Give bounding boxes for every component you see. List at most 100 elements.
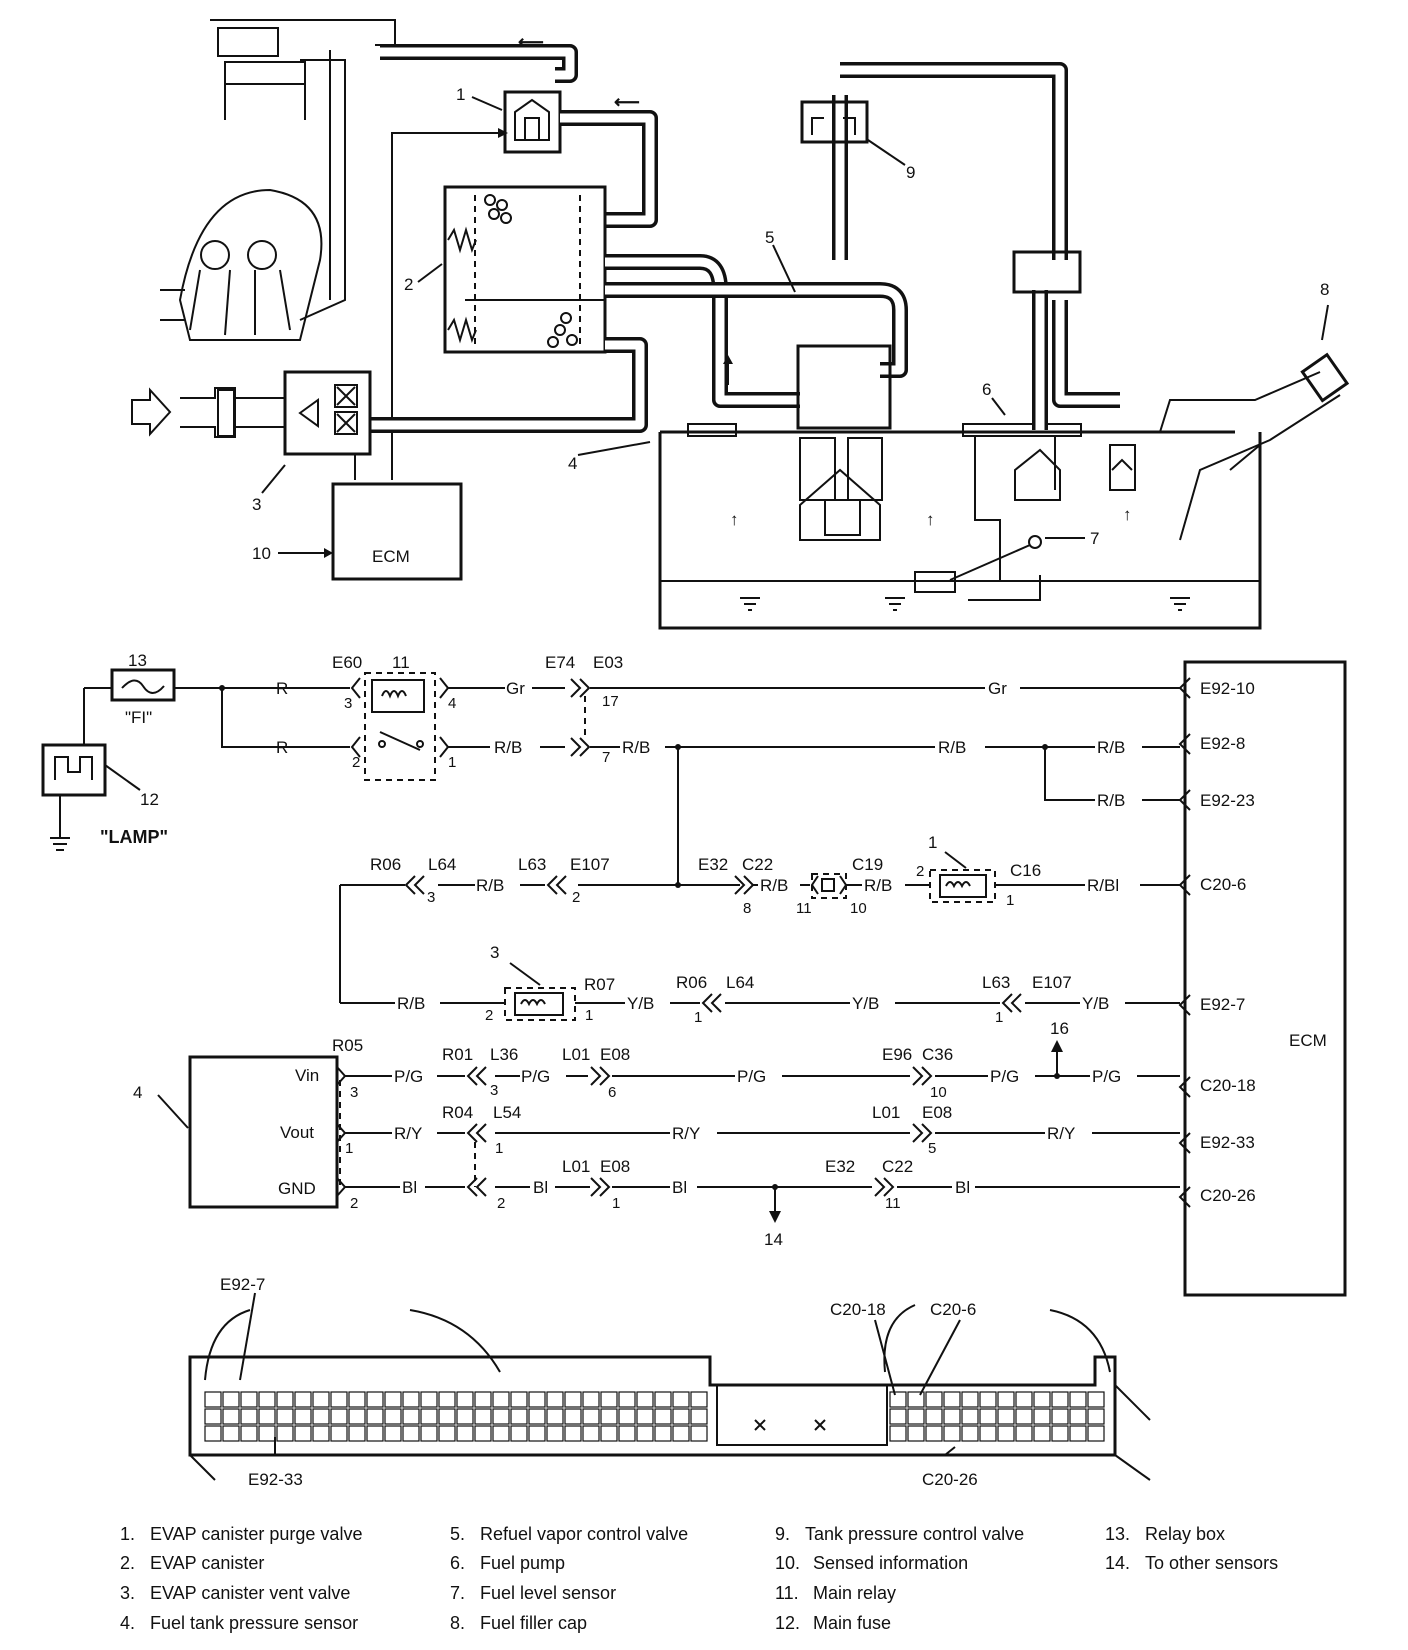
connector-pin-cell bbox=[907, 1425, 925, 1442]
pin-11-c22: 11 bbox=[885, 1195, 901, 1212]
conn-e107-a: E107 bbox=[570, 855, 610, 874]
wire-gr-1: Gr bbox=[506, 679, 525, 698]
ecm-term-c20-26: C20-26 bbox=[1200, 1186, 1256, 1205]
connector-pin-cell bbox=[348, 1391, 366, 1408]
connector-pin-cell bbox=[204, 1408, 222, 1425]
connector-pin-cell bbox=[510, 1408, 528, 1425]
main-relay-number: 11 bbox=[392, 653, 410, 672]
pin-2-pv: 2 bbox=[916, 863, 924, 880]
callout-9: 9 bbox=[906, 163, 915, 182]
conn-r06-a: R06 bbox=[370, 855, 401, 874]
pin-8: 8 bbox=[743, 900, 751, 917]
connector-pin-cell bbox=[528, 1408, 546, 1425]
connector-pin-cell bbox=[294, 1408, 312, 1425]
connector-pin-cell bbox=[690, 1408, 708, 1425]
connector-pin-cell bbox=[600, 1391, 618, 1408]
wire-bl-2: Bl bbox=[533, 1178, 548, 1197]
wire-rb-5: R/B bbox=[1097, 791, 1125, 810]
tank-pressure-control-valve: 9 bbox=[800, 100, 915, 182]
main-fuse-number: 12 bbox=[140, 790, 159, 809]
ecm-term-e92-8: E92-8 bbox=[1200, 734, 1245, 753]
connector-pin-cell bbox=[420, 1425, 438, 1442]
pin-grid-right bbox=[889, 1391, 1105, 1442]
physical-layout: ⟵ 1 ⟵ 2 bbox=[131, 19, 1350, 630]
conn-e96: E96 bbox=[882, 1045, 912, 1064]
conn-c22-a: C22 bbox=[742, 855, 773, 874]
conn-l64-a: L64 bbox=[428, 855, 456, 874]
legend-item-7: 7.Fuel level sensor bbox=[450, 1583, 617, 1603]
ecm-box bbox=[1183, 660, 1347, 1297]
legend-item-5: 5.Refuel vapor control valve bbox=[450, 1524, 689, 1544]
legend-item-9: 9.Tank pressure control valve bbox=[775, 1524, 1025, 1544]
connector-pin-cell bbox=[690, 1391, 708, 1408]
connector-pin-cell bbox=[997, 1425, 1015, 1442]
connector-pin-cell bbox=[240, 1408, 258, 1425]
wire-pg-2: P/G bbox=[521, 1067, 550, 1086]
conn-r04: R04 bbox=[442, 1103, 473, 1122]
callout-8: 8 bbox=[1320, 280, 1329, 299]
wire-rb-6: R/B bbox=[476, 876, 504, 895]
legend-item-8: 8.Fuel filler cap bbox=[450, 1613, 588, 1633]
pin-7: 7 bbox=[602, 749, 610, 766]
legend-item-6: 6.Fuel pump bbox=[450, 1553, 566, 1573]
flow-arrow-left: ⟵ bbox=[518, 32, 544, 52]
wire-yb-3: Y/B bbox=[1082, 994, 1109, 1013]
wire-yb-2: Y/B bbox=[852, 994, 879, 1013]
connector-pin-cell bbox=[384, 1408, 402, 1425]
wire-rb-3: R/B bbox=[938, 738, 966, 757]
callout-c20-6: C20-6 bbox=[930, 1300, 976, 1319]
wire-rb-7: R/B bbox=[760, 876, 788, 895]
conn-e32-a: E32 bbox=[698, 855, 728, 874]
ecm-connector-view: E92-7 E92-33 C20-18 C20-6 C20-26 bbox=[188, 1275, 1151, 1489]
pressure-sensor-number: 4 bbox=[133, 1083, 142, 1102]
connector-pin-cell bbox=[672, 1391, 690, 1408]
callout-c20-26: C20-26 bbox=[922, 1470, 978, 1489]
connector-pin-cell bbox=[943, 1408, 961, 1425]
pin-10-c36: 10 bbox=[930, 1084, 947, 1101]
connector-pin-cell bbox=[402, 1391, 420, 1408]
pin-6: 6 bbox=[608, 1084, 616, 1101]
connector-pin-cell bbox=[618, 1391, 636, 1408]
connector-pin-cell bbox=[438, 1408, 456, 1425]
pin-gnd: GND bbox=[278, 1179, 316, 1198]
legend-item-2: 2.EVAP canister bbox=[120, 1553, 265, 1573]
connector-pin-cell bbox=[474, 1425, 492, 1442]
connector-pin-cell bbox=[510, 1391, 528, 1408]
wire-bl-1: Bl bbox=[402, 1178, 417, 1197]
connector-pin-cell bbox=[546, 1408, 564, 1425]
pressure-sensor: Vin Vout GND 4 R05 3 1 2 bbox=[133, 1036, 363, 1212]
connector-pin-cell bbox=[907, 1408, 925, 1425]
connector-pin-cell bbox=[925, 1408, 943, 1425]
pin-1-pv: 1 bbox=[1006, 892, 1014, 909]
connector-pin-cell bbox=[492, 1408, 510, 1425]
connector-pin-cell bbox=[943, 1425, 961, 1442]
connector-pin-cell bbox=[582, 1408, 600, 1425]
callout-2: 2 bbox=[404, 275, 413, 294]
conn-c19: C19 bbox=[852, 855, 883, 874]
connector-pin-cell bbox=[474, 1408, 492, 1425]
connector-pin-cell bbox=[456, 1408, 474, 1425]
wire-pg-4: P/G bbox=[990, 1067, 1019, 1086]
connector-pin-cell bbox=[528, 1425, 546, 1442]
connector-pin-cell bbox=[456, 1391, 474, 1408]
wire-rb-2: R/B bbox=[622, 738, 650, 757]
pin-e60-1: 1 bbox=[448, 754, 456, 771]
callout-6: 6 bbox=[982, 380, 991, 399]
connector-pin-cell bbox=[204, 1391, 222, 1408]
connector-pin-cell bbox=[1051, 1408, 1069, 1425]
connector-pin-cell bbox=[997, 1408, 1015, 1425]
conn-e08-b: E08 bbox=[922, 1103, 952, 1122]
connector-pin-cell bbox=[240, 1391, 258, 1408]
connector-pin-cell bbox=[348, 1408, 366, 1425]
lamp-label: "LAMP" bbox=[100, 827, 168, 847]
to-other-sensors: 14 bbox=[764, 1230, 783, 1249]
conn-l63-a: L63 bbox=[518, 855, 546, 874]
connector-pin-cell bbox=[997, 1391, 1015, 1408]
callout-7: 7 bbox=[1090, 529, 1099, 548]
connector-pin-cell bbox=[961, 1391, 979, 1408]
connector-pin-cell bbox=[546, 1425, 564, 1442]
callout-4: 4 bbox=[568, 454, 577, 473]
wire-r-1: R bbox=[276, 679, 288, 698]
pin-grid-left bbox=[204, 1391, 708, 1442]
conn-e107-b: E107 bbox=[1032, 973, 1072, 992]
